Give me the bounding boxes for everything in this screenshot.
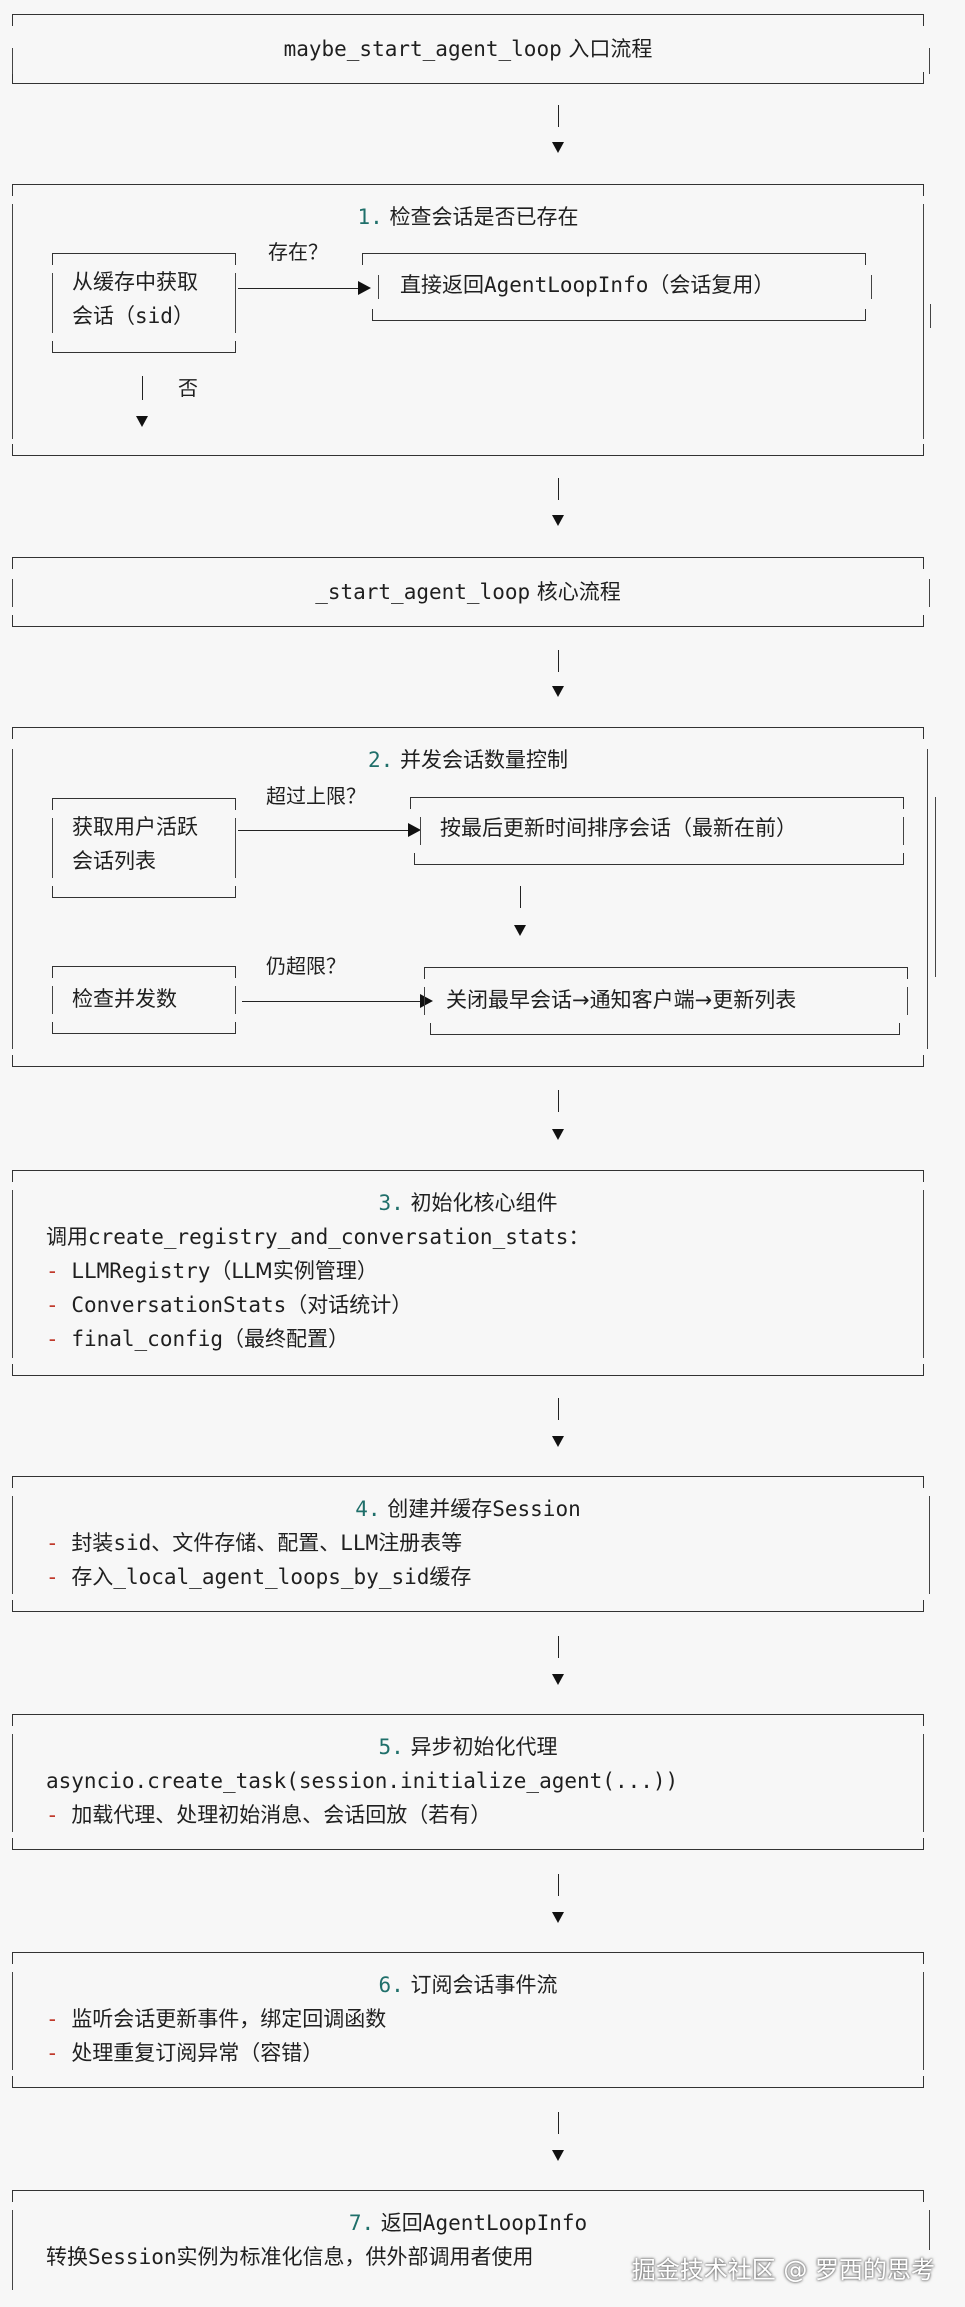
step3-call-line: 调用create_registry_and_conversation_stats… [46,1225,590,1249]
active-sessions-line1: 获取用户活跃 [72,815,198,839]
close-earliest-text: 关闭最早会话→通知客户端→更新列表 [446,988,797,1012]
step7-title: 7. 返回AgentLoopInfo [348,2211,588,2235]
active-sessions-box: 获取用户活跃 会话列表 [52,798,236,898]
step1-title: 1. 检查会话是否已存在 [357,205,579,229]
step1-box: 1. 检查会话是否已存在 [12,184,931,456]
step4-title: 4. 创建并缓存Session [355,1497,581,1521]
watermark: 掘金技术社区 @ 罗西的思考 [631,2256,935,2284]
step7-convert-line: 转换Session实例为标准化信息，供外部调用者使用 [46,2245,534,2269]
check-concurrency-box: 检查并发数 [52,966,236,1034]
still-over-label: 仍超限？ [266,954,346,978]
step5-code-line: asyncio.create_task(session.initialize_a… [46,1769,679,1793]
step6-title: 6. 订阅会话事件流 [378,1973,558,1997]
no-label: 否 [178,376,198,400]
core-box: _start_agent_loop 核心流程 [12,557,930,627]
arrow-down-icon [552,1129,564,1140]
close-earliest-box: 关闭最早会话→通知客户端→更新列表 [424,967,908,1035]
sort-sessions-text: 按最后更新时间排序会话（最新在前） [440,816,797,840]
entry-box: maybe_start_agent_loop 入口流程 [12,14,930,84]
exists-label: 存在？ [268,240,328,264]
cache-lookup-line2: 会话（sid） [72,304,194,328]
step3-item-llm-registry: - LLMRegistry（LLM实例管理） [46,1259,378,1283]
arrow-down-icon [514,925,526,936]
step3-item-conversation-stats: - ConversationStats（对话统计） [46,1293,413,1317]
step6-box: 6. 订阅会话事件流 - 监听会话更新事件，绑定回调函数 - 处理重复订阅异常（… [12,1952,924,2088]
step3-title: 3. 初始化核心组件 [378,1191,558,1215]
step4-item-wrap: - 封装sid、文件存储、配置、LLM注册表等 [46,1531,463,1555]
arrow-down-icon [552,515,564,526]
return-existing-box: 直接返回AgentLoopInfo（会话复用） [362,253,872,321]
arrow-down-icon [552,2150,564,2161]
arrow-down-icon [552,142,564,153]
step2-box: 2. 并发会话数量控制 [12,727,936,1067]
active-sessions-line2: 会话列表 [72,849,156,873]
arrow-down-icon [552,1912,564,1923]
core-title: _start_agent_loop 核心流程 [315,580,621,604]
sort-sessions-box: 按最后更新时间排序会话（最新在前） [410,797,904,865]
step5-box: 5. 异步初始化代理 asyncio.create_task(session.i… [12,1714,924,1850]
arrow-right-icon [358,281,371,295]
arrow-right-icon [420,994,433,1008]
arrow-down-icon [552,1674,564,1685]
cache-lookup-line1: 从缓存中获取 [72,270,198,294]
step4-item-cache: - 存入_local_agent_loops_by_sid缓存 [46,1565,472,1589]
check-concurrency-text: 检查并发数 [72,987,177,1011]
step3-item-final-config: - final_config（最终配置） [46,1327,350,1351]
step6-item-listen: - 监听会话更新事件，绑定回调函数 [46,2007,387,2031]
entry-title: maybe_start_agent_loop 入口流程 [283,37,653,61]
step6-item-fault-tolerance: - 处理重复订阅异常（容错） [46,2041,324,2065]
step4-box: 4. 创建并缓存Session - 封装sid、文件存储、配置、LLM注册表等 … [12,1476,930,1612]
step5-item: - 加载代理、处理初始消息、会话回放（若有） [46,1803,492,1827]
cache-lookup-box: 从缓存中获取 会话（sid） [52,253,236,353]
return-existing-text: 直接返回AgentLoopInfo（会话复用） [400,273,775,297]
arrow-right-icon [408,823,421,837]
step5-title: 5. 异步初始化代理 [378,1735,558,1759]
step7-box: 7. 返回AgentLoopInfo 转换Session实例为标准化信息，供外部… [12,2190,930,2307]
step2-title: 2. 并发会话数量控制 [368,748,568,772]
arrow-down-icon [552,1436,564,1447]
arrow-down-icon [136,416,148,427]
over-limit-label: 超过上限？ [266,784,366,808]
arrow-down-icon [552,686,564,697]
step3-box: 3. 初始化核心组件 调用create_registry_and_convers… [12,1170,924,1376]
